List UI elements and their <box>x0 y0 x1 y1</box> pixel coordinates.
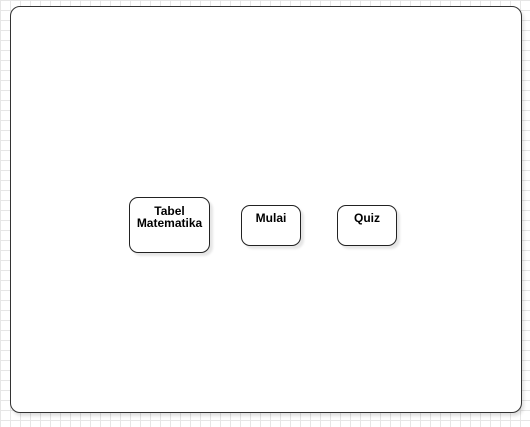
quiz-button[interactable]: Quiz <box>337 205 397 246</box>
tabel-matematika-label: Tabel Matematika <box>136 204 203 230</box>
tabel-matematika-button[interactable]: Tabel Matematika <box>129 197 210 253</box>
quiz-label: Quiz <box>354 211 380 225</box>
mulai-button[interactable]: Mulai <box>241 205 301 246</box>
mulai-label: Mulai <box>255 211 287 225</box>
